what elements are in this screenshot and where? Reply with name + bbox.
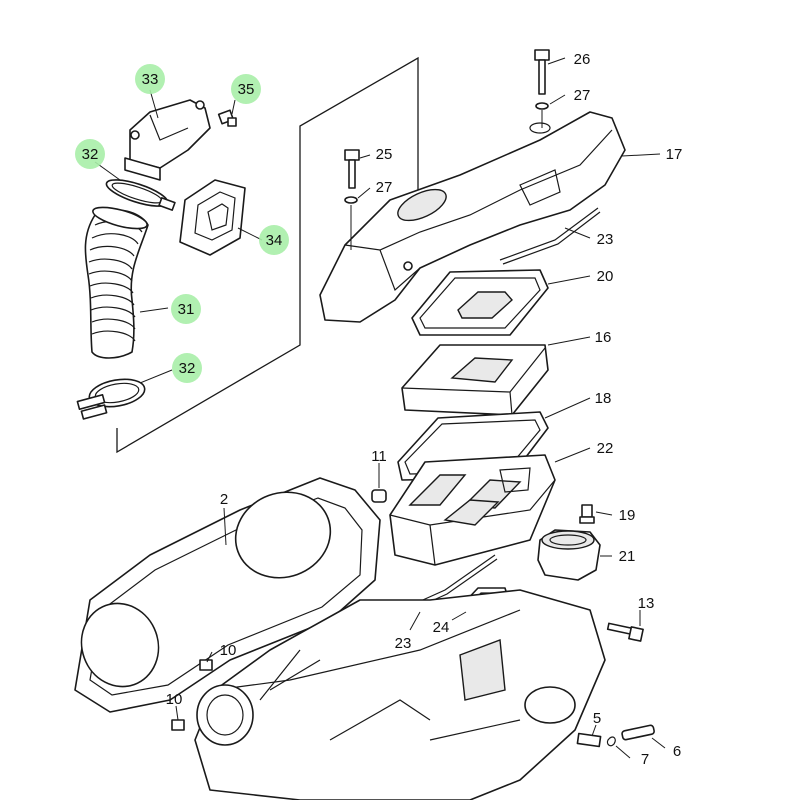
air-filter-case-22 — [389, 454, 556, 566]
clamp-32-upper — [105, 179, 176, 211]
air-filter-case-cover-17 — [319, 111, 626, 323]
label-6: 6 — [673, 743, 681, 760]
label-23-upper: 23 — [597, 231, 614, 248]
bolt-13 — [606, 622, 644, 642]
clamp-32-lower — [76, 378, 146, 420]
highlight-34 — [259, 225, 289, 255]
gasket-2 — [74, 477, 381, 713]
label-26: 26 — [574, 51, 591, 68]
label-27-left: 27 — [376, 179, 393, 196]
label-10-lower: 10 — [166, 691, 183, 708]
label-22: 22 — [597, 440, 614, 457]
label-21: 21 — [619, 548, 636, 565]
filter-element-16 — [401, 344, 549, 416]
label-17: 17 — [666, 146, 683, 163]
duct-joint-34 — [179, 179, 246, 256]
label-18: 18 — [595, 390, 612, 407]
label-19: 19 — [619, 507, 636, 524]
hose-23-upper — [499, 207, 599, 261]
pin-6 — [621, 724, 655, 741]
label-27-right: 27 — [574, 87, 591, 104]
label-16: 16 — [595, 329, 612, 346]
bolt-26 — [534, 49, 550, 95]
intake-cover-33 — [124, 99, 211, 181]
label-31: 31 — [178, 301, 195, 318]
dowel-11 — [371, 489, 387, 503]
label-7: 7 — [641, 751, 649, 768]
label-10-upper: 10 — [220, 642, 237, 659]
washer-27-right — [535, 102, 549, 110]
label-25: 25 — [376, 146, 393, 163]
label-35: 35 — [238, 81, 255, 98]
highlight-33 — [135, 64, 165, 94]
gasket-20 — [411, 269, 549, 336]
bolt-5 — [576, 732, 602, 748]
label-13: 13 — [638, 595, 655, 612]
label-2: 2 — [220, 491, 228, 508]
highlight-32-lower — [172, 353, 202, 383]
joint-21 — [537, 529, 601, 581]
label-33: 33 — [142, 71, 159, 88]
washer-27-left — [344, 196, 358, 204]
label-32-lower: 32 — [179, 360, 196, 377]
label-20: 20 — [597, 268, 614, 285]
label-32-upper: 32 — [82, 146, 99, 163]
screw-35 — [217, 109, 237, 127]
callout-labels: 33 35 32 34 31 32 26 27 25 27 17 23 20 1… — [82, 51, 683, 768]
label-5: 5 — [593, 710, 601, 727]
group-frame — [116, 56, 419, 454]
clip-7 — [606, 736, 616, 747]
screw-19 — [579, 504, 595, 524]
label-24: 24 — [433, 619, 450, 636]
bolt-25 — [344, 149, 360, 189]
highlight-32-upper — [75, 139, 105, 169]
label-11: 11 — [371, 448, 387, 465]
bolt-10-lower — [171, 719, 185, 731]
leader-lines — [94, 57, 666, 759]
label-34: 34 — [266, 232, 283, 249]
crankcase-cover — [194, 589, 606, 800]
intake-hose-31 — [84, 206, 149, 359]
bolt-10-upper — [199, 659, 213, 671]
label-23-lower: 23 — [395, 635, 412, 652]
highlight-35 — [231, 74, 261, 104]
highlight-31 — [171, 294, 201, 324]
